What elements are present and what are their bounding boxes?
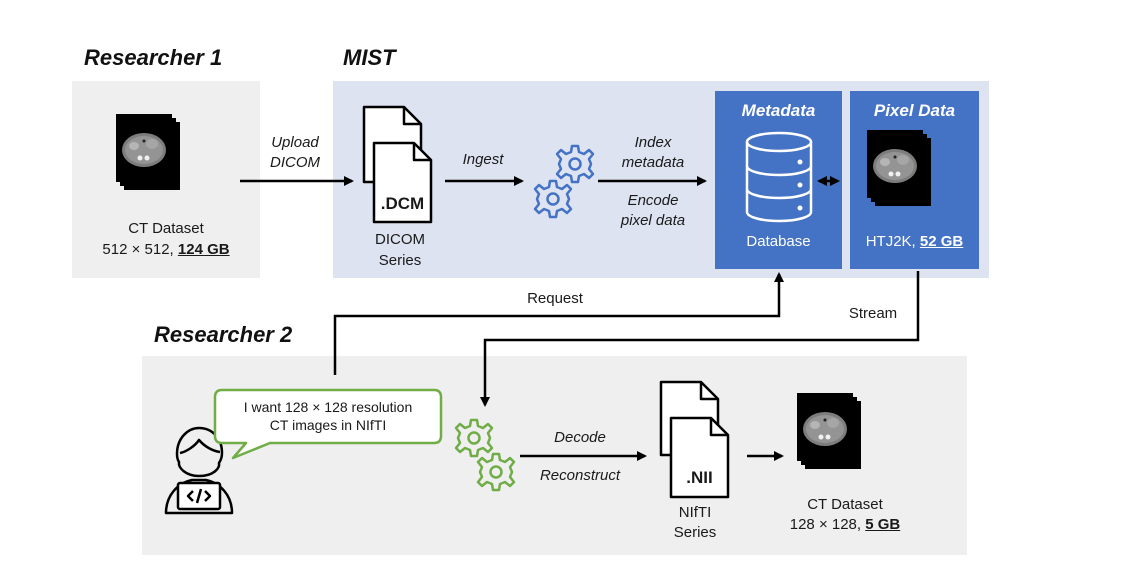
researcher1-dataset-size: 512 × 512, 124 GB [102,241,230,258]
htj2k-label: HTJ2K, 52 GB [865,233,964,250]
mist-title: MIST [343,45,396,70]
stream-label: Stream [848,305,898,322]
researcher2-dataset-size: 128 × 128, 5 GB [789,516,901,533]
speech-text-line1: I want 128 × 128 resolution [243,399,413,415]
ct-stack-icon [797,393,861,469]
upload-label: Upload [271,134,319,151]
nifti-caption: NIfTI [678,504,712,521]
metadata-header: Metadata [741,101,816,120]
developer-icon [164,426,234,515]
gear-icon [454,418,516,492]
speech-bubble [213,388,443,460]
series-caption: Series [378,252,422,269]
decode-label: Decode [554,429,606,446]
nii-extension-label: .NII [686,468,713,487]
ingest-label: Ingest [462,151,504,168]
dicom-file-icon [362,105,433,224]
speech-text-line2: CT images in NIfTI [269,417,387,433]
database-label: Database [746,233,811,250]
request-label: Request [527,290,583,307]
encode-label: Encode [627,192,679,209]
reconstruct-label: Reconstruct [539,467,621,484]
dicom-label: DICOM [270,154,320,171]
researcher1-dataset-label: CT Dataset [128,220,204,237]
metadata-label: metadata [621,154,685,171]
pixel-data-header: Pixel Data [873,101,956,120]
researcher1-title: Researcher 1 [84,45,223,70]
nifti-file-icon [659,380,730,499]
flow-arrows [240,176,920,461]
dicom-caption: DICOM [375,231,425,248]
ct-stack-icon [116,114,180,190]
researcher2-title: Researcher 2 [154,322,293,347]
gear-icon [533,144,595,219]
ct-stack-icon [867,130,931,206]
researcher2-dataset-label: CT Dataset [807,496,883,513]
dicom-extension-label: .DCM [380,194,425,213]
index-label: Index [634,134,672,151]
database-icon [745,131,813,223]
pixel-data-label: pixel data [620,212,686,229]
nifti-series-caption: Series [673,524,717,541]
